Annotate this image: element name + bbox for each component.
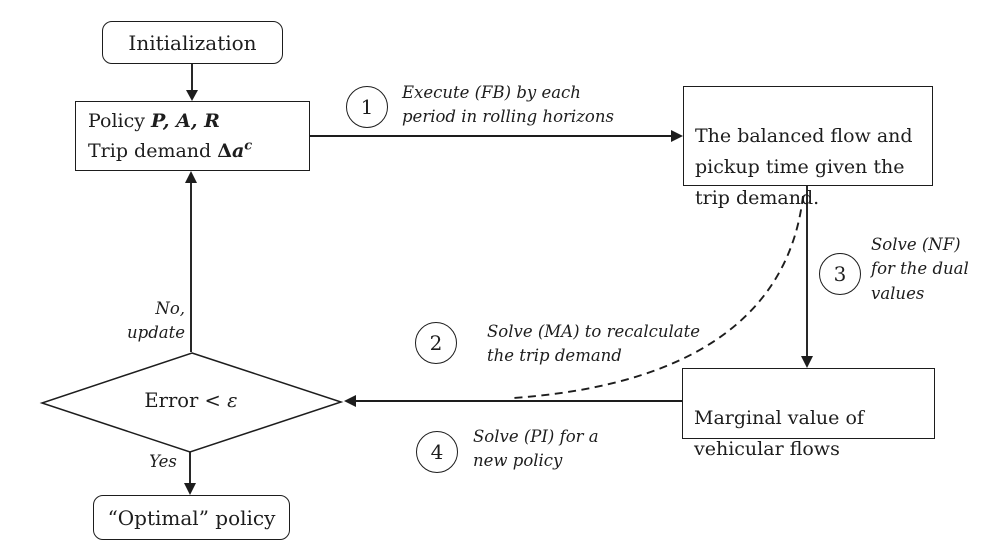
yes-edge-label: Yes <box>149 452 177 471</box>
step-4-circle: 4 <box>416 431 458 473</box>
step-3-circle: 3 <box>819 253 861 295</box>
step-2-number: 2 <box>429 331 443 355</box>
arrow-policy-to-balanced <box>310 130 683 142</box>
policy-line2-prefix: Trip demand <box>88 140 218 162</box>
balanced-flow-label: The balanced flow and pickup time given … <box>695 125 913 209</box>
step-3-caption: Solve (NF) for the dual values <box>871 235 969 303</box>
policy-delta-symbol: Δ <box>217 140 232 162</box>
step-1-number: 1 <box>360 95 374 119</box>
balanced-flow-node: The balanced flow and pickup time given … <box>683 86 933 209</box>
step-3-number: 3 <box>833 262 847 286</box>
policy-line2: Trip demand Δac <box>88 136 309 166</box>
marginal-value-node: Marginal value of vehicular flows <box>682 368 935 460</box>
arrow-marginal-to-decision <box>344 395 682 407</box>
arrow-init-to-policy <box>186 64 198 101</box>
optimal-policy-label: “Optimal” policy <box>107 505 276 530</box>
decision-text: Error < <box>144 389 228 412</box>
step-2-circle: 2 <box>415 322 457 364</box>
step-4-caption: Solve (PI) for a new policy <box>473 427 599 471</box>
initialization-label: Initialization <box>128 30 257 55</box>
policy-line1-math: P, A, R <box>151 110 220 132</box>
policy-superscript: c <box>244 138 253 154</box>
step-4-number: 4 <box>430 440 444 464</box>
epsilon-symbol: ε <box>227 389 238 412</box>
step-2-caption: Solve (MA) to recalculate the trip deman… <box>487 322 700 366</box>
initialization-node: Initialization <box>102 21 283 64</box>
policy-line1: Policy P, A, R <box>88 106 309 136</box>
arrow-decision-yes-to-optimal <box>184 452 196 495</box>
step-1-caption: Execute (FB) by each period in rolling h… <box>402 83 614 127</box>
policy-var-symbol: a <box>231 140 245 162</box>
policy-line1-prefix: Policy <box>88 110 152 132</box>
decision-node-label: Error < ε <box>96 389 286 412</box>
no-update-edge-label: No, update <box>127 299 185 343</box>
step-1-circle: 1 <box>346 86 388 128</box>
optimal-policy-node: “Optimal” policy <box>93 495 290 540</box>
marginal-value-label: Marginal value of vehicular flows <box>694 407 864 460</box>
policy-node: Policy P, A, R Trip demand Δac <box>75 101 310 171</box>
arrow-decision-no-to-policy <box>185 171 197 352</box>
